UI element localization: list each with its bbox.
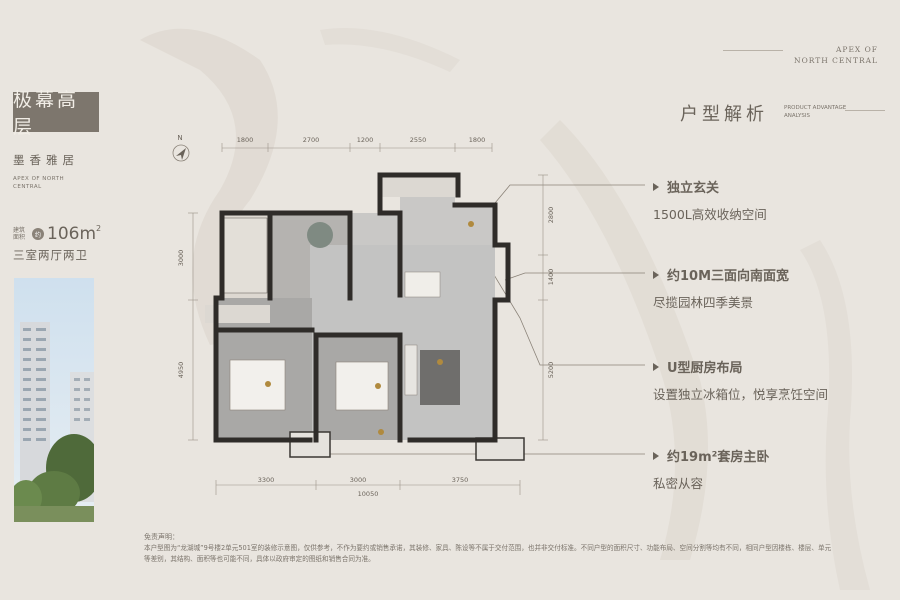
dim-top-3: 1200 bbox=[357, 136, 374, 144]
feature-heading-text: 独立玄关 bbox=[667, 181, 720, 196]
analysis-title: 户型解析 bbox=[680, 104, 768, 125]
dim-left-2: 4950 bbox=[177, 362, 185, 379]
dim-bottom-1: 3300 bbox=[258, 476, 275, 484]
disclaimer-line2: 等差别，其结构、面积等也可能不同，具体以政府审定的图纸和销售合同为准。 bbox=[144, 555, 375, 563]
triangle-bullet-icon bbox=[653, 362, 659, 371]
product-title: 极幕高层 bbox=[13, 89, 99, 138]
area-value-unit: 2 bbox=[96, 224, 102, 233]
dim-top-1: 1800 bbox=[237, 136, 254, 144]
disclaimer: 免责声明： 本户型图为“龙湖城”9号楼2单元501室的装修示意图，仅供参考，不作… bbox=[144, 532, 864, 565]
area-row: 建筑面积 约 106m2 bbox=[13, 224, 101, 244]
area-approx-badge: 约 bbox=[32, 228, 44, 240]
header-tag-rule bbox=[723, 50, 783, 51]
building-photo bbox=[14, 278, 94, 522]
dim-top-4: 2550 bbox=[410, 136, 427, 144]
product-subtitle: 墨香雅居 bbox=[13, 153, 79, 167]
walls bbox=[213, 172, 511, 443]
feature-south-width: 约10M三面向南面宽 尽揽园林四季美景 bbox=[653, 265, 789, 311]
area-value-number: 106m bbox=[47, 224, 97, 244]
layout-text: 三室两厅两卫 bbox=[13, 248, 88, 262]
feature-heading-text: U型厨房布局 bbox=[667, 361, 743, 376]
feature-desc: 尽揽园林四季美景 bbox=[653, 295, 754, 310]
triangle-bullet-icon bbox=[653, 182, 659, 191]
triangle-bullet-icon bbox=[653, 451, 659, 460]
feature-entrance: 独立玄关 1500L高效收纳空间 bbox=[653, 177, 767, 223]
analysis-subtitle: PRODUCT ADVANTAGE ANALYSIS bbox=[784, 105, 847, 119]
floor-plan: N 1800 2700 1200 2550 1800 3000 4950 280… bbox=[172, 134, 645, 498]
feature-heading: U型厨房布局 bbox=[653, 357, 828, 376]
product-subtag: APEX OF NORTH CENTRAL bbox=[13, 176, 65, 190]
feature-kitchen: U型厨房布局 设置独立冰箱位，悦享烹饪空间 bbox=[653, 357, 828, 403]
dim-right-3: 5200 bbox=[547, 362, 555, 379]
compass-letter: N bbox=[177, 134, 182, 142]
header-tag: APEX OF NORTH CENTRAL bbox=[723, 44, 878, 66]
area-value: 106m2 bbox=[47, 224, 101, 244]
dim-top-2: 2700 bbox=[303, 136, 320, 144]
dim-right-1: 2800 bbox=[547, 207, 555, 224]
header-tag-line1: APEX OF bbox=[835, 45, 878, 54]
header-tag-line2: NORTH CENTRAL bbox=[794, 56, 878, 65]
feature-desc: 私密从容 bbox=[653, 476, 704, 491]
dim-bottom-3: 3750 bbox=[452, 476, 469, 484]
feature-heading: 约10M三面向南面宽 bbox=[653, 265, 789, 284]
feature-master-bedroom: 约19m²套房主卧 私密从容 bbox=[653, 446, 769, 492]
disclaimer-heading: 免责声明： bbox=[144, 533, 179, 541]
dim-total: 10050 bbox=[358, 490, 379, 498]
dim-right-2: 1400 bbox=[547, 269, 555, 286]
analysis-rule bbox=[845, 110, 885, 111]
feature-desc: 设置独立冰箱位，悦享烹饪空间 bbox=[653, 387, 829, 402]
triangle-bullet-icon bbox=[653, 270, 659, 279]
feature-heading: 约19m²套房主卧 bbox=[653, 446, 769, 465]
dim-left-1: 3000 bbox=[177, 250, 185, 267]
feature-heading-text: 约10M三面向南面宽 bbox=[667, 269, 790, 284]
dim-top-5: 1800 bbox=[469, 136, 486, 144]
feature-heading: 独立玄关 bbox=[653, 177, 767, 196]
feature-desc: 1500L高效收纳空间 bbox=[653, 207, 767, 222]
area-label: 建筑面积 bbox=[13, 227, 26, 241]
furniture bbox=[205, 217, 525, 461]
dimension-lines bbox=[188, 143, 548, 495]
dim-bottom-2: 3000 bbox=[350, 476, 367, 484]
compass-icon: N bbox=[172, 134, 190, 162]
disclaimer-line1: 本户型图为“龙湖城”9号楼2单元501室的装修示意图，仅供参考，不作为要约或销售… bbox=[144, 544, 832, 552]
dimension-labels: 1800 2700 1200 2550 1800 3000 4950 2800 … bbox=[177, 136, 555, 498]
feature-heading-text: 约19m²套房主卧 bbox=[667, 450, 770, 465]
